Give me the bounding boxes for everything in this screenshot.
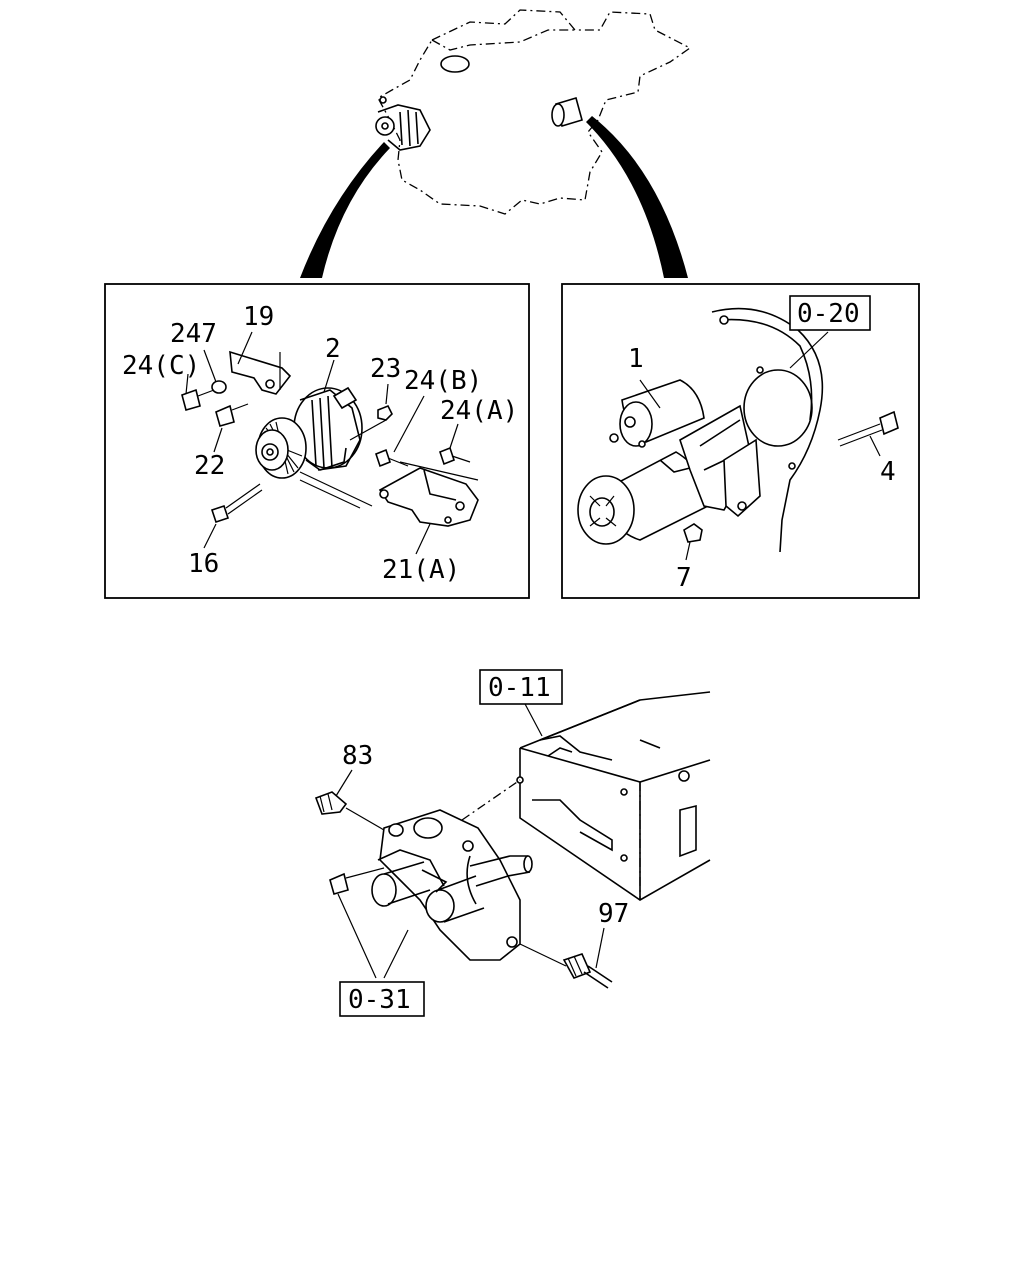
callout-21a: 21(A): [382, 555, 460, 585]
callout-97: 97: [598, 899, 629, 929]
reference-box-0-31[interactable]: 0-31: [339, 981, 425, 1017]
callout-1: 1: [628, 344, 644, 374]
starter-panel: [561, 283, 920, 599]
callout-83: 83: [342, 741, 373, 771]
callout-19: 19: [243, 302, 274, 332]
callout-247: 247: [170, 319, 217, 349]
engine-overview: [300, 9, 692, 278]
reference-box-0-11[interactable]: 0-11: [479, 669, 563, 705]
callout-24b: 24(B): [404, 366, 482, 396]
reference-label-0-31: 0-31: [348, 985, 411, 1015]
callout-2: 2: [325, 334, 341, 364]
callout-24a: 24(A): [440, 396, 518, 426]
reference-box-0-20[interactable]: 0-20: [789, 295, 871, 331]
reference-label-0-20: 0-20: [797, 299, 860, 329]
callout-16: 16: [188, 549, 219, 579]
callout-22: 22: [194, 451, 225, 481]
callout-labels: 19 247 2 24(C) 23 24(B) 24(A) 22 16 21(A…: [122, 302, 896, 929]
callout-4: 4: [880, 457, 896, 487]
reference-label-0-11: 0-11: [488, 673, 551, 703]
callout-7: 7: [676, 563, 692, 593]
alternator-panel: [104, 283, 530, 599]
callout-24c: 24(C): [122, 351, 200, 381]
callout-23: 23: [370, 354, 401, 384]
thermostat-assembly: [314, 691, 711, 989]
